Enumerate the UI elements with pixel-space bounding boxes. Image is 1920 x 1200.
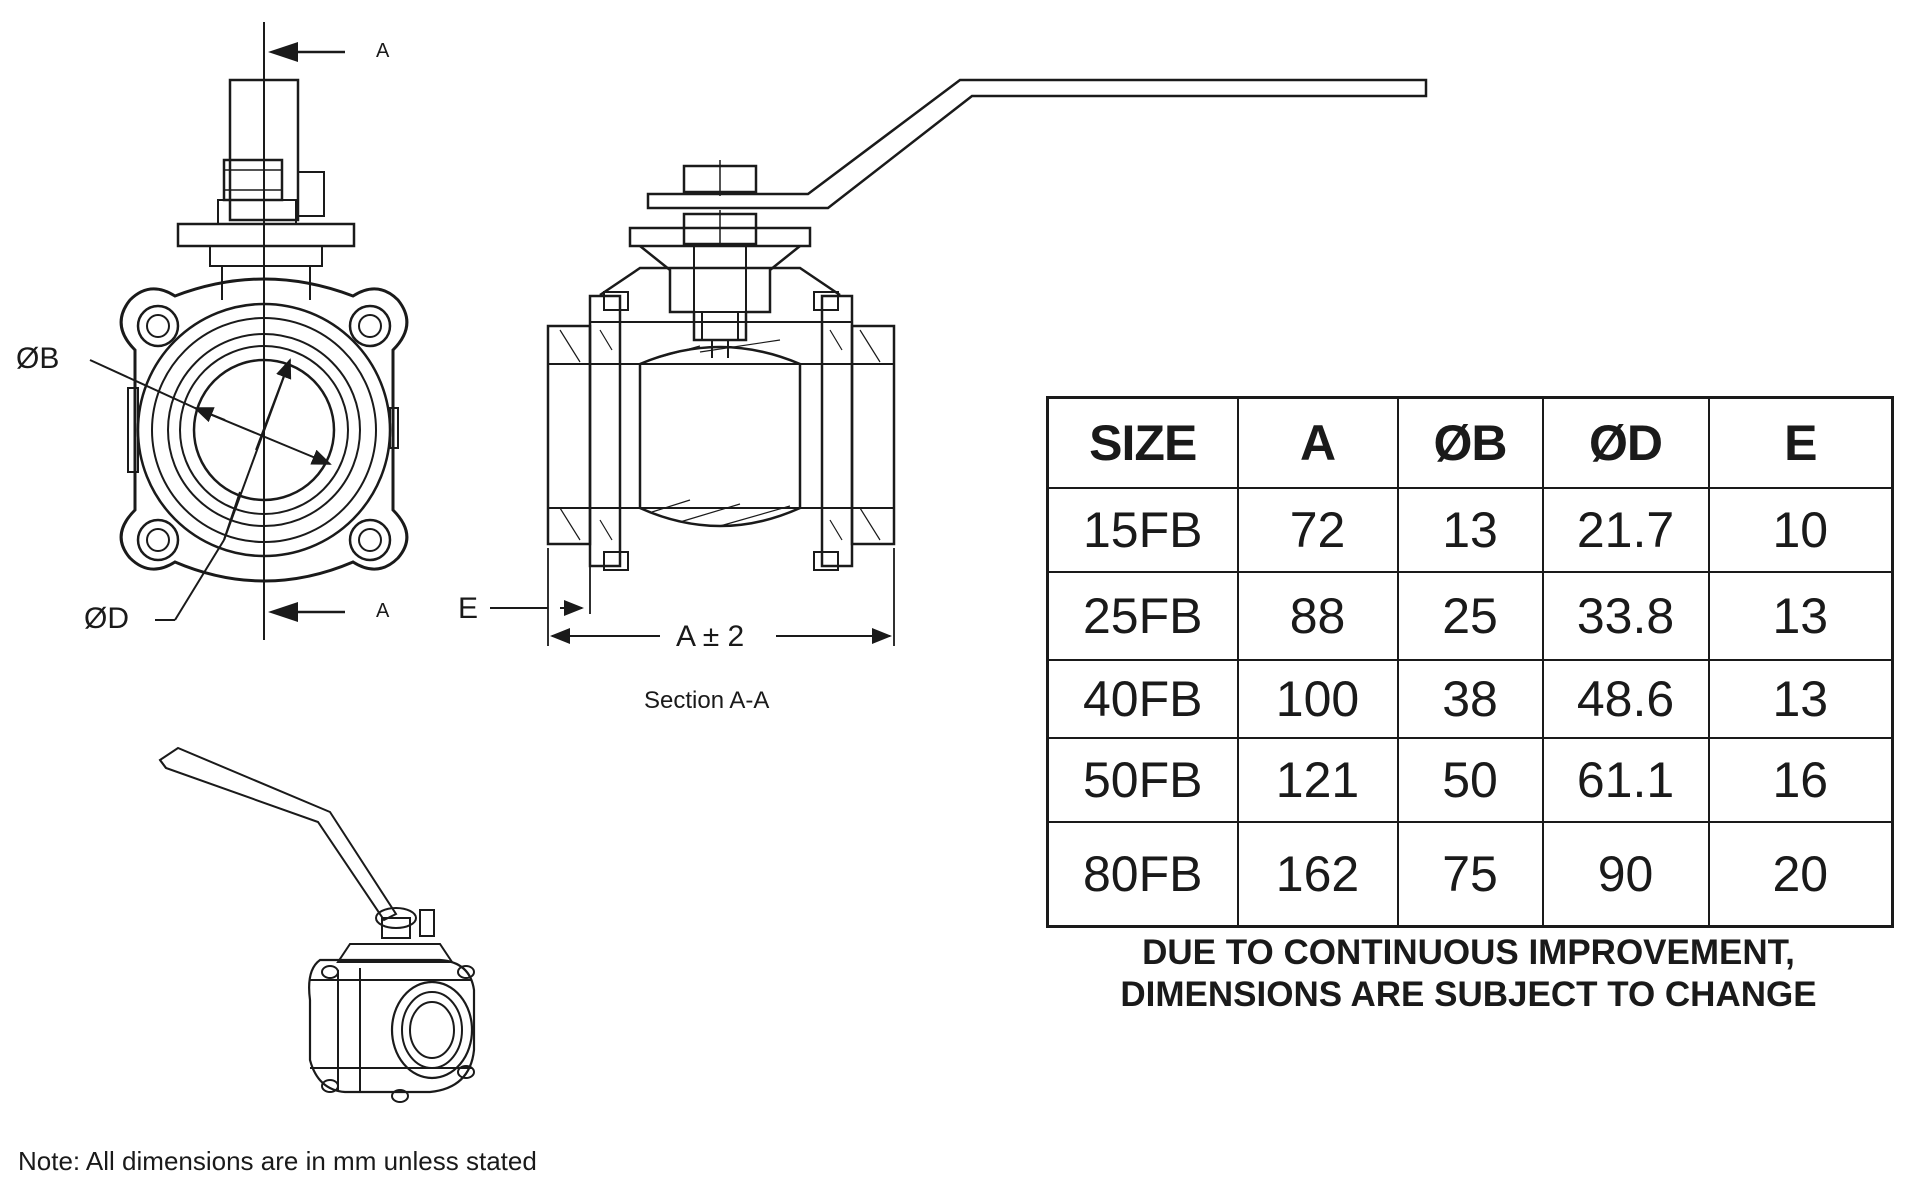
table-row: 40FB 100 38 48.6 13 — [1046, 659, 1894, 739]
stem-nut — [222, 158, 284, 202]
handle-lever — [646, 78, 1428, 210]
cell-e: 13 — [1707, 571, 1894, 661]
cell-bore: 38 — [1396, 659, 1544, 739]
change-notice: DUE TO CONTINUOUS IMPROVEMENT, DIMENSION… — [1046, 932, 1891, 1016]
section-arrow-bottom-label: A — [376, 600, 390, 622]
section-view — [490, 78, 1428, 646]
header-outer: ØD — [1541, 396, 1710, 489]
bore — [192, 358, 336, 502]
header-bore: ØB — [1396, 396, 1544, 489]
cell-bore: 13 — [1396, 487, 1544, 573]
iso-pipe-end — [390, 980, 474, 1080]
cell-a: 162 — [1236, 821, 1399, 928]
cell-a: 121 — [1236, 737, 1399, 823]
cell-outer: 61.1 — [1541, 737, 1710, 823]
table-row: 15FB 72 13 21.7 10 — [1046, 487, 1894, 573]
cell-size: 80FB — [1046, 821, 1239, 928]
cell-e: 10 — [1707, 487, 1894, 573]
length-dimension-label: A ± 2 — [676, 620, 744, 653]
end-dimension-label: E — [458, 592, 478, 625]
table-row: 50FB 121 50 61.1 16 — [1046, 737, 1894, 823]
table-row: 25FB 88 25 33.8 13 — [1046, 571, 1894, 661]
section-arrow-top-label: A — [376, 40, 390, 62]
cell-bore: 25 — [1396, 571, 1544, 661]
dimensions-table: SIZE A ØB ØD E 15FB 72 13 21.7 10 25FB 8… — [1046, 396, 1894, 928]
front-view — [89, 22, 409, 640]
cell-a: 100 — [1236, 659, 1399, 739]
ball — [638, 345, 802, 528]
cell-size: 15FB — [1046, 487, 1239, 573]
change-notice-line-1: DUE TO CONTINUOUS IMPROVEMENT, — [1142, 933, 1795, 972]
cell-size: 25FB — [1046, 571, 1239, 661]
header-size: SIZE — [1046, 396, 1239, 489]
mounting-pad — [176, 222, 356, 248]
header-e: E — [1707, 396, 1894, 489]
cell-a: 72 — [1236, 487, 1399, 573]
section-arrow-top — [268, 42, 345, 62]
section-arrow-bottom — [268, 602, 345, 622]
table-header-row: SIZE A ØB ØD E — [1046, 396, 1894, 489]
cell-outer: 90 — [1541, 821, 1710, 928]
cell-e: 16 — [1707, 737, 1894, 823]
cell-outer: 21.7 — [1541, 487, 1710, 573]
bore-diameter-label: ØB — [16, 342, 59, 375]
cell-bore: 50 — [1396, 737, 1544, 823]
cell-e: 20 — [1707, 821, 1894, 928]
cell-bore: 75 — [1396, 821, 1544, 928]
cell-e: 13 — [1707, 659, 1894, 739]
table-row: 80FB 162 75 90 20 — [1046, 821, 1894, 928]
cell-a: 88 — [1236, 571, 1399, 661]
cell-size: 40FB — [1046, 659, 1239, 739]
change-notice-line-2: DIMENSIONS ARE SUBJECT TO CHANGE — [1120, 975, 1817, 1014]
header-a: A — [1236, 396, 1399, 489]
isometric-view — [158, 746, 476, 1103]
units-footnote: Note: All dimensions are in mm unless st… — [18, 1146, 537, 1176]
valve-body-outline — [119, 277, 409, 583]
cell-size: 50FB — [1046, 737, 1239, 823]
cell-outer: 33.8 — [1541, 571, 1710, 661]
outer-diameter-label: ØD — [84, 602, 129, 635]
cell-outer: 48.6 — [1541, 659, 1710, 739]
outer-ring — [136, 302, 392, 558]
section-caption: Section A-A — [644, 687, 769, 714]
